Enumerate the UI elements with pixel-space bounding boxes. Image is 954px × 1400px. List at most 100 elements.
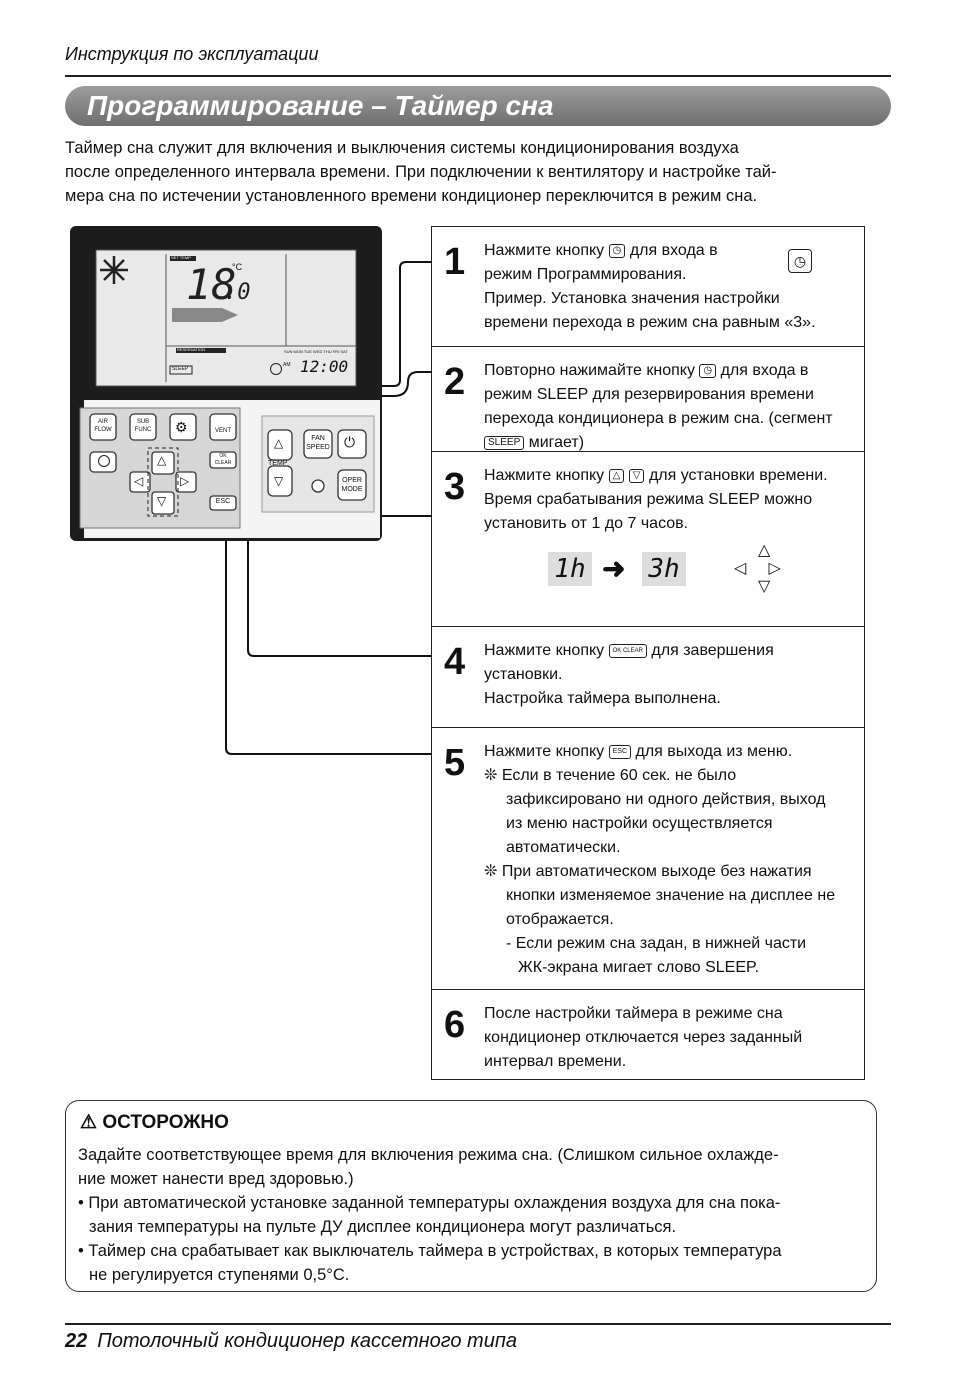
settings-gear-icon[interactable]: ⚙ <box>175 419 188 435</box>
running-header: Инструкция по эксплуатации <box>65 44 319 64</box>
remote-controller: 18 .0 °C SET TEMP RESERVATION SLEEP SUN … <box>70 226 382 541</box>
section-banner: Программирование – Таймер сна <box>65 86 891 126</box>
power-icon[interactable]: ⏻ <box>344 434 356 450</box>
temp-down-button[interactable]: ▽ <box>274 474 284 488</box>
step-line: кнопки изменяемое значение на дисплее не <box>506 887 836 904</box>
step-line: - Если режим сна задан, в нижней части <box>506 935 807 952</box>
step-number: 2 <box>444 361 466 403</box>
step-line: ЖК-экрана мигает слово SLEEP. <box>518 959 760 976</box>
caution-line: Задайте соответствующее время для включе… <box>78 1146 779 1164</box>
step-line: автоматически. <box>506 839 621 856</box>
oper-mode-button[interactable]: OPER MODE <box>341 477 363 493</box>
step-line: ❊ Если в течение 60 сек. не было <box>484 767 737 784</box>
clock-button-icon: ◷ <box>699 363 717 378</box>
clock-button-icon: ◷ <box>608 243 626 258</box>
footer-text: Потолочный кондиционер кассетного типа <box>97 1330 517 1352</box>
reservation-clock-button[interactable] <box>98 455 110 467</box>
caution-line: не регулируется ступенями 0,5°C. <box>89 1266 350 1284</box>
step-line: для выхода из меню. <box>635 743 793 760</box>
step-line: установки. <box>484 666 563 683</box>
step-text: После настройки таймера в режиме сна кон… <box>484 1002 802 1074</box>
step-text: Нажмите кнопку △ ▽ для установки времени… <box>484 464 828 536</box>
step-text: Нажмите кнопку OK CLEAR для завершения у… <box>484 639 774 711</box>
down-button-icon: ▽ <box>628 468 645 483</box>
step-line: зафиксировано ни одного действия, выход <box>506 791 826 808</box>
caution-line: • Таймер сна срабатывает как выключатель… <box>78 1242 782 1260</box>
up-arrow-button[interactable]: △ <box>157 453 167 467</box>
arrow-keys-hand-icon: △◁ ▷▽ <box>734 542 781 595</box>
step-line: отображается. <box>506 911 614 928</box>
step-text: Повторно нажимайте кнопку ◷ для входа в … <box>484 359 833 455</box>
vent-button[interactable]: VENT <box>214 428 231 434</box>
days-row: SUN MON TUE WED THU FRI SAT <box>284 349 348 354</box>
ok-clear-button[interactable]: OK CLEAR <box>214 453 232 466</box>
set-temp-label: SET TEMP <box>171 255 191 260</box>
air-flow-button[interactable]: AIR FLOW <box>94 419 112 433</box>
ok-clear-button-icon: OK CLEAR <box>608 643 647 658</box>
step-line: для входа в <box>720 362 809 379</box>
section-title: Программирование – Таймер сна <box>87 90 554 121</box>
intro-line: Таймер сна служит для включения и выключ… <box>65 139 739 157</box>
step-text: Нажмите кнопку ESC для выхода из меню. ❊… <box>484 740 835 980</box>
caution-text: Задайте соответствующее время для включе… <box>78 1143 873 1287</box>
clock-icon <box>270 363 282 375</box>
reservation-label: RESERVATION <box>177 347 206 352</box>
step-line: для завершения <box>651 642 774 659</box>
step-line: из меню настройки осуществляется <box>506 815 773 832</box>
caution-title-text: ОСТОРОЖНО <box>102 1112 229 1133</box>
step-line: времени перехода в режим сна равным «3». <box>484 314 816 331</box>
step-line: Нажмите кнопку <box>484 242 605 259</box>
step-line: режим Программирования. <box>484 266 687 283</box>
esc-button-icon: ESC <box>608 744 632 759</box>
step-line: для установки времени. <box>648 467 828 484</box>
step-number: 3 <box>444 466 466 508</box>
remote-illustration <box>70 226 382 541</box>
step-line: Нажмите кнопку <box>484 743 605 760</box>
left-arrow-button[interactable]: ◁ <box>134 474 144 488</box>
step-line: для входа в <box>629 242 718 259</box>
step-line: установить от 1 до 7 часов. <box>484 515 689 532</box>
caution-title: ⚠ ОСТОРОЖНО <box>80 1111 229 1134</box>
steps-panel: 1 Нажмите кнопку ◷ для входа в режим Про… <box>431 226 865 1080</box>
header-rule <box>65 75 891 77</box>
display-temp-decimal: .0 <box>224 280 251 305</box>
step-6: 6 После настройки таймера в режиме сна к… <box>432 990 864 1079</box>
step-number: 6 <box>444 1004 466 1046</box>
display-temp: 18 <box>186 260 237 309</box>
step-2: 2 Повторно нажимайте кнопку ◷ для входа … <box>432 347 864 452</box>
step-line: После настройки таймера в режиме сна <box>484 1005 783 1022</box>
down-arrow-button[interactable]: ▽ <box>157 494 167 508</box>
fan-speed-button[interactable]: FAN SPEED <box>306 435 330 451</box>
sub-func-button[interactable]: SUB FUNC <box>134 419 152 433</box>
intro-line: мера сна по истечении установленного вре… <box>65 187 758 205</box>
step-number: 4 <box>444 641 466 683</box>
caution-line: • При автоматической установке заданной … <box>78 1194 781 1212</box>
sleep-badge: SLEEP <box>484 435 525 450</box>
intro-paragraph: Таймер сна служит для включения и выключ… <box>65 136 891 208</box>
step-line: Повторно нажимайте кнопку <box>484 362 695 379</box>
caution-box: ⚠ ОСТОРОЖНО Задайте соответствующее врем… <box>65 1100 877 1292</box>
temp-label: TEMP <box>268 460 288 467</box>
step-line: ❊ При автоматическом выходе без нажатия <box>484 863 812 880</box>
step-4: 4 Нажмите кнопку OK CLEAR для завершения… <box>432 627 864 728</box>
page-number: 22 <box>65 1330 88 1352</box>
hand-press-icon: ◷ <box>788 249 812 273</box>
sleep-label: SLEEP <box>172 366 189 372</box>
step-line: перехода кондиционера в режим сна. (сегм… <box>484 410 833 427</box>
step-line: Настройка таймера выполнена. <box>484 690 721 707</box>
caution-line: ние может нанести вред здоровью.) <box>78 1170 354 1188</box>
esc-button[interactable]: ESC <box>215 498 231 505</box>
to-value: 3h <box>642 552 686 586</box>
warning-icon: ⚠ <box>80 1112 98 1133</box>
step-5: 5 Нажмите кнопку ESC для выхода из меню.… <box>432 728 864 990</box>
display-am: AM <box>283 362 291 368</box>
display-time: 12:00 <box>300 357 349 376</box>
step-line: интервал времени. <box>484 1053 627 1070</box>
temp-up-button[interactable]: △ <box>274 436 284 450</box>
step-number: 5 <box>444 742 466 784</box>
display-unit: °C <box>232 262 243 272</box>
step-line: режим SLEEP для резервирования времени <box>484 386 814 403</box>
step-line: Пример. Установка значения настройки <box>484 290 780 307</box>
arrow-right-icon: ➜ <box>602 553 626 584</box>
right-arrow-button[interactable]: ▷ <box>180 474 190 488</box>
